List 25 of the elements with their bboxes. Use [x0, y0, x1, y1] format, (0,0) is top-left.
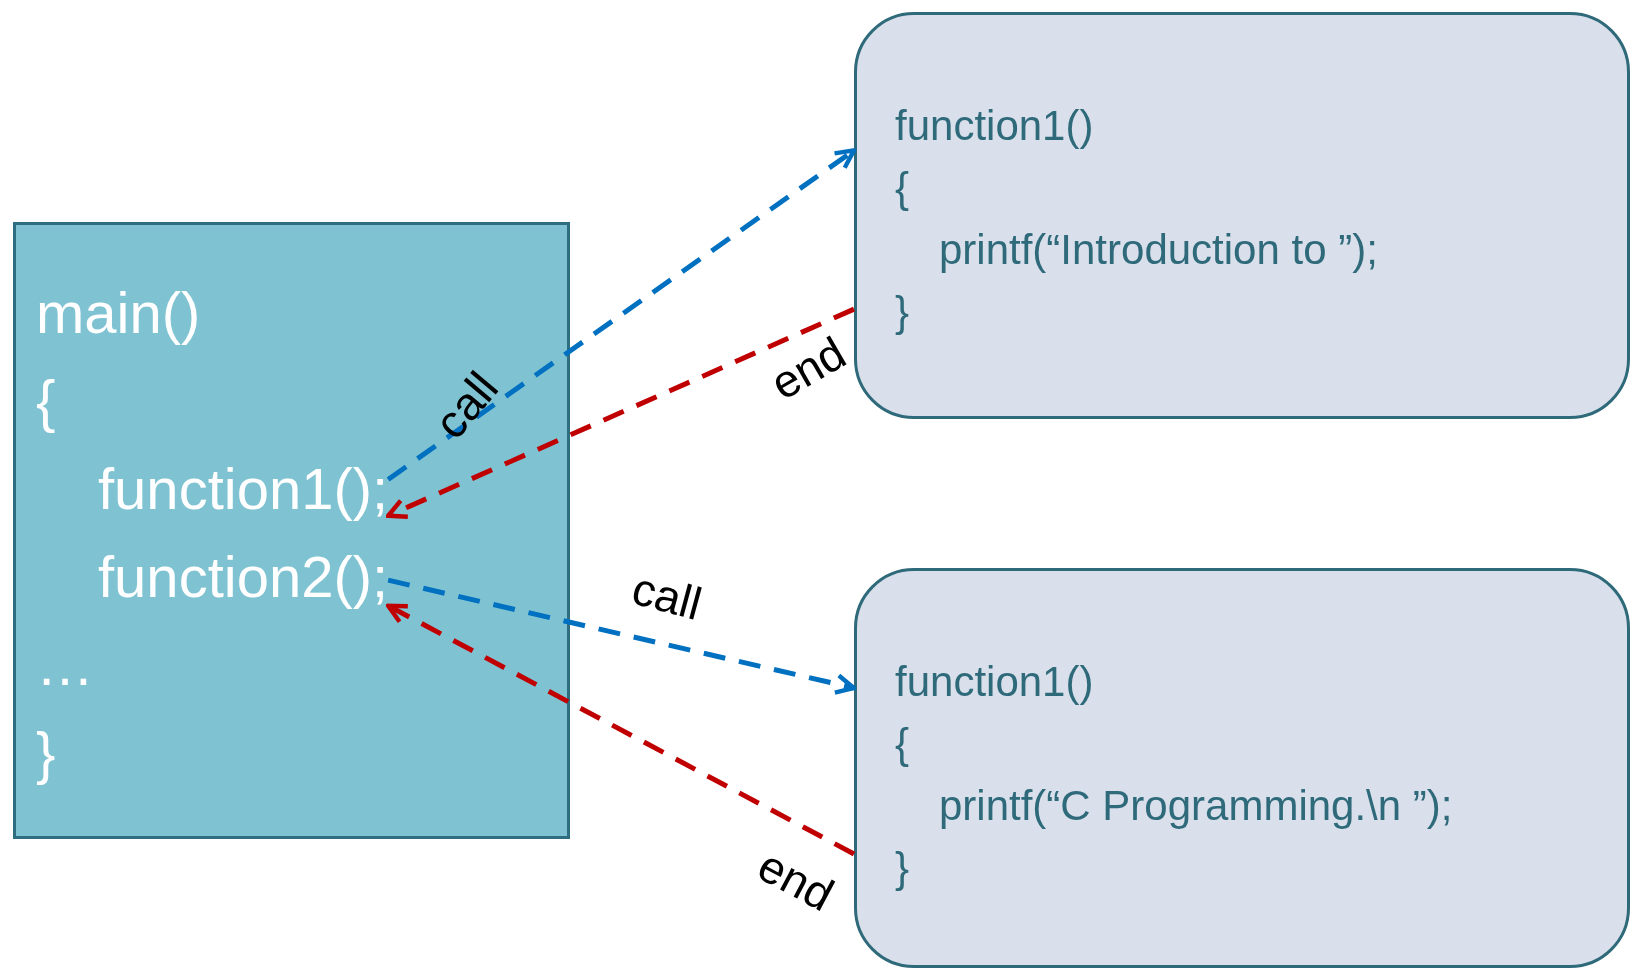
main-function-box: [13, 222, 570, 839]
function-box: [854, 12, 1630, 419]
dashed-arrow: [386, 148, 857, 482]
code-line: }: [895, 288, 910, 336]
edge-label: end: [751, 841, 841, 919]
code-line: function2();: [98, 545, 389, 609]
code-line: }: [36, 721, 56, 785]
code-line: main(): [36, 281, 201, 345]
code-line: {: [36, 369, 56, 433]
code-line: {: [895, 720, 910, 768]
code-line: printf(“C Programming.\n ”);: [939, 782, 1453, 830]
edge-label: call: [426, 363, 506, 447]
code-line: }: [895, 844, 910, 892]
code-line: …: [36, 633, 94, 697]
dashed-arrow: [385, 603, 856, 857]
code-line: function1();: [98, 457, 389, 521]
dashed-arrow: [387, 577, 857, 695]
function-box: [854, 568, 1630, 968]
code-line: {: [895, 164, 910, 212]
code-line: function1(): [895, 658, 1094, 706]
edge-label: call: [627, 564, 707, 628]
code-line: function1(): [895, 102, 1094, 150]
dashed-arrow: [385, 306, 855, 519]
edge-label: end: [763, 328, 853, 408]
code-line: printf(“Introduction to ”);: [939, 226, 1378, 274]
